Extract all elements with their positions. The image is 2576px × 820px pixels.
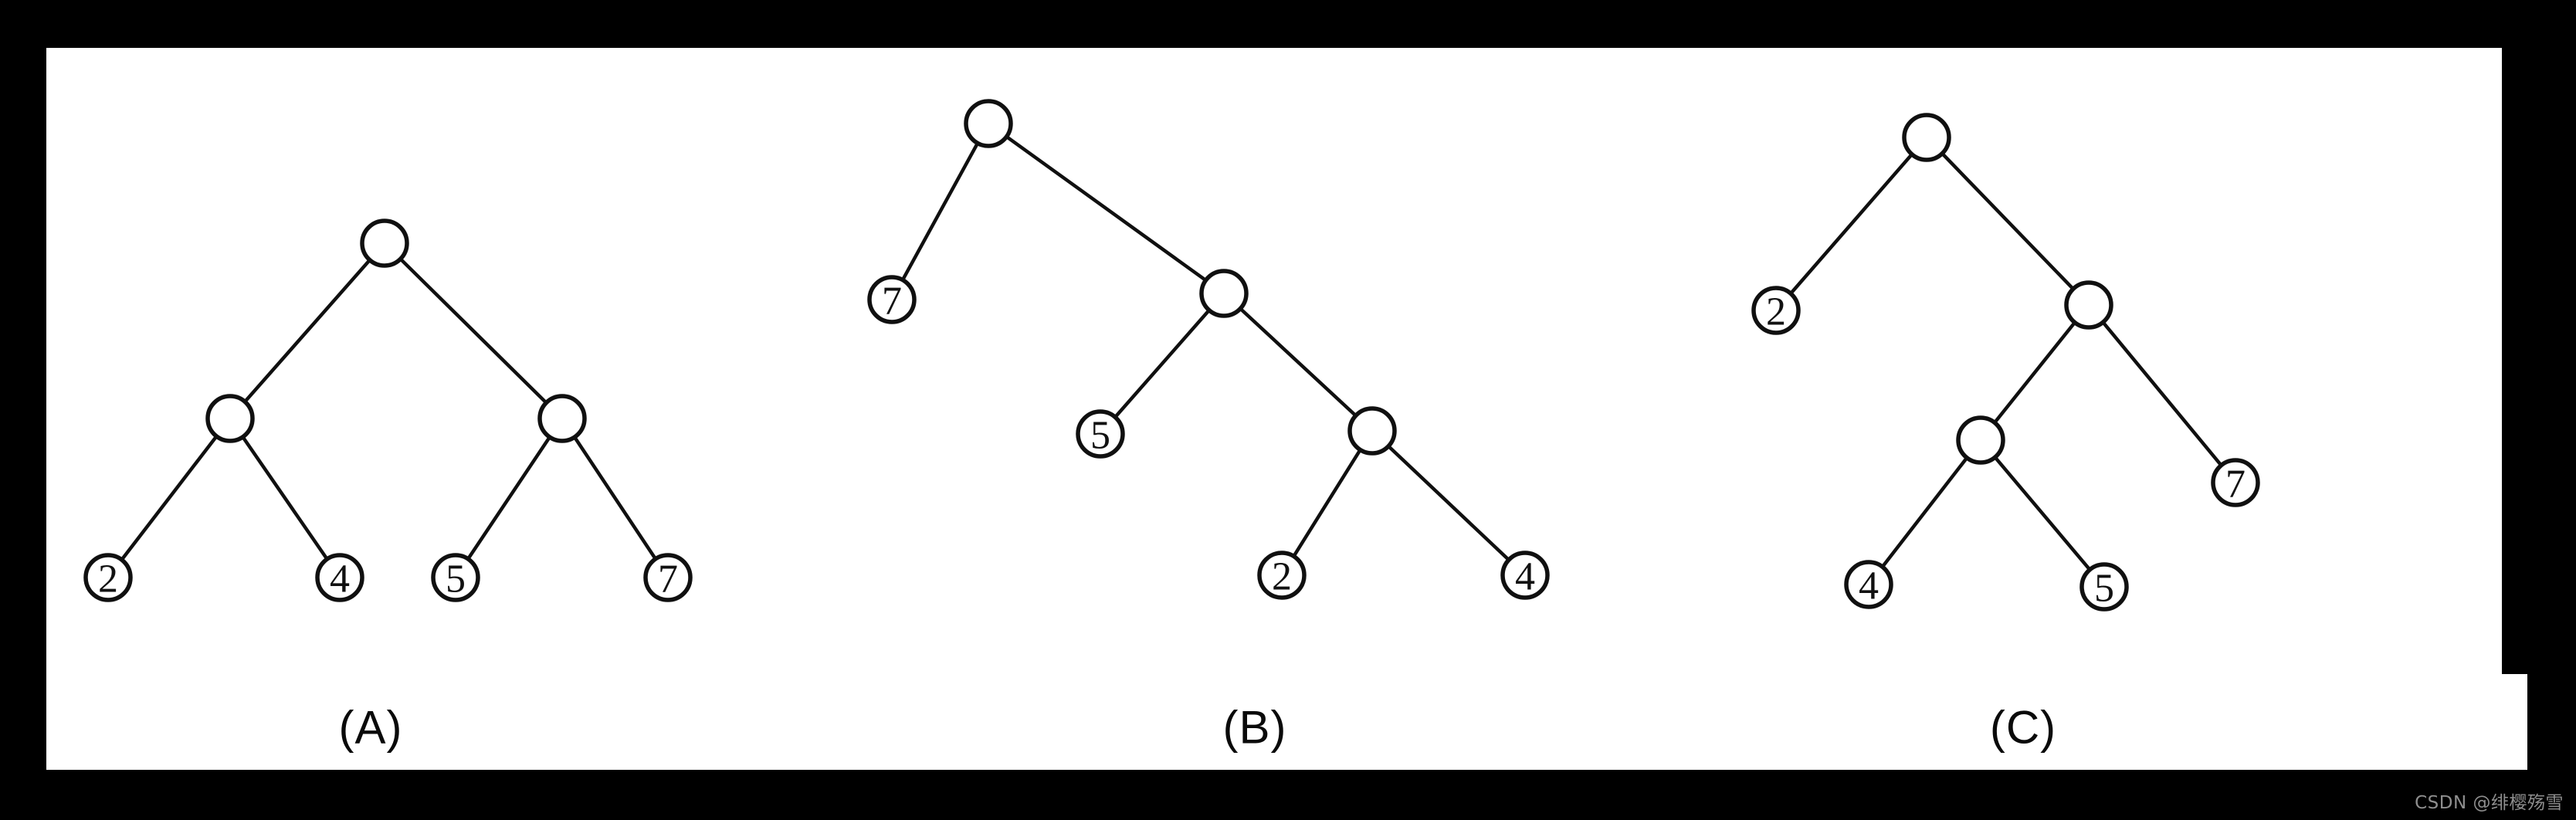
- tree-edge: [1992, 455, 2093, 572]
- node-label: 4: [1515, 555, 1535, 599]
- panel-a-caption: (A): [339, 702, 403, 754]
- tree-internal-node: [1902, 113, 1951, 162]
- tree-leaf-node: 5: [2079, 562, 2129, 612]
- node-circle: [315, 553, 364, 602]
- node-circle: [1751, 286, 1801, 335]
- tree-edge: [119, 433, 219, 563]
- node-label: 4: [1859, 564, 1879, 608]
- tree-edge: [572, 435, 658, 561]
- tree-leaf-node: 2: [1257, 551, 1307, 600]
- panel-c-caption: (C): [1990, 702, 2056, 754]
- tree-edge: [1386, 443, 1511, 563]
- tree-leaf-node: 5: [1076, 409, 1125, 459]
- node-circle: [83, 553, 133, 602]
- node-circle: [2211, 458, 2260, 507]
- panel-a-edges: [119, 256, 658, 563]
- tree-leaf-node: 4: [1500, 551, 1550, 600]
- node-circle: [1844, 560, 1893, 609]
- node-circle: [1500, 551, 1550, 600]
- tree-leaf-node: 2: [83, 553, 133, 602]
- node-circle: [643, 553, 693, 602]
- tree-leaf-node: 7: [2211, 458, 2260, 507]
- node-circle: [964, 99, 1013, 148]
- node-circle: [1347, 406, 1397, 456]
- tree-edge: [1004, 134, 1208, 283]
- node-circle: [360, 219, 409, 268]
- tree-internal-node: [1956, 415, 2005, 465]
- tree-edge: [1940, 151, 2076, 292]
- node-circle: [537, 394, 587, 443]
- panels-layer: 2 4 5 7 (A) 7 5 2 4 (B) 2 7 4 5 (C): [83, 99, 2260, 754]
- node-label: 4: [330, 557, 350, 601]
- figure-sheet: [46, 48, 2527, 770]
- tree-edge: [398, 256, 549, 405]
- node-circle: [1902, 113, 1951, 162]
- tree-internal-node: [205, 394, 255, 443]
- node-circle: [2064, 280, 2113, 330]
- tree-edge: [2100, 320, 2224, 468]
- node-label: 5: [2094, 567, 2114, 611]
- panel-b-caption: (B): [1223, 702, 1287, 754]
- tree-edge: [900, 141, 980, 283]
- node-circle: [1076, 409, 1125, 459]
- node-circle: [1257, 551, 1307, 600]
- tree-edge: [1291, 447, 1363, 559]
- tree-edge: [242, 257, 372, 405]
- panel-c: 2 7 4 5 (C): [1751, 113, 2260, 754]
- node-label: 5: [446, 557, 466, 601]
- node-label: 7: [2225, 463, 2246, 507]
- panel-c-edges: [1788, 151, 2224, 572]
- tree-leaf-node: 4: [1844, 560, 1893, 609]
- tree-internal-node: [1199, 269, 1249, 318]
- tree-edge: [1992, 320, 2077, 425]
- panel-b: 7 5 2 4 (B): [867, 99, 1550, 754]
- tree-internal-node: [964, 99, 1013, 148]
- tree-edge: [466, 435, 552, 561]
- tree-edge: [1238, 306, 1358, 418]
- tree-edge: [1788, 151, 1914, 296]
- tree-leaf-node: 7: [643, 553, 693, 602]
- node-circle: [867, 275, 917, 324]
- node-label: 2: [1272, 555, 1292, 599]
- watermark-text: CSDN @绯樱殇雪: [2415, 793, 2564, 813]
- tree-leaf-node: 4: [315, 553, 364, 602]
- node-circle: [1199, 269, 1249, 318]
- node-label: 2: [1766, 290, 1786, 334]
- tree-internal-node: [537, 394, 587, 443]
- tree-leaf-node: 7: [867, 275, 917, 324]
- node-label: 2: [98, 557, 118, 601]
- node-circle: [1956, 415, 2005, 465]
- panel-a: 2 4 5 7 (A): [83, 219, 693, 754]
- tree-leaf-node: 5: [431, 553, 480, 602]
- node-label: 7: [882, 280, 902, 324]
- node-circle: [205, 394, 255, 443]
- node-label: 7: [658, 557, 678, 601]
- tree-leaf-node: 2: [1751, 286, 1801, 335]
- tree-internal-node: [2064, 280, 2113, 330]
- tree-internal-node: [360, 219, 409, 268]
- node-label: 5: [1090, 414, 1110, 458]
- tree-edge: [1879, 455, 1970, 570]
- node-circle: [431, 553, 480, 602]
- tree-edge: [240, 434, 330, 562]
- tree-internal-node: [1347, 406, 1397, 456]
- node-circle: [2079, 562, 2129, 612]
- panel-b-edges: [900, 134, 1511, 563]
- tree-edge: [1113, 307, 1212, 420]
